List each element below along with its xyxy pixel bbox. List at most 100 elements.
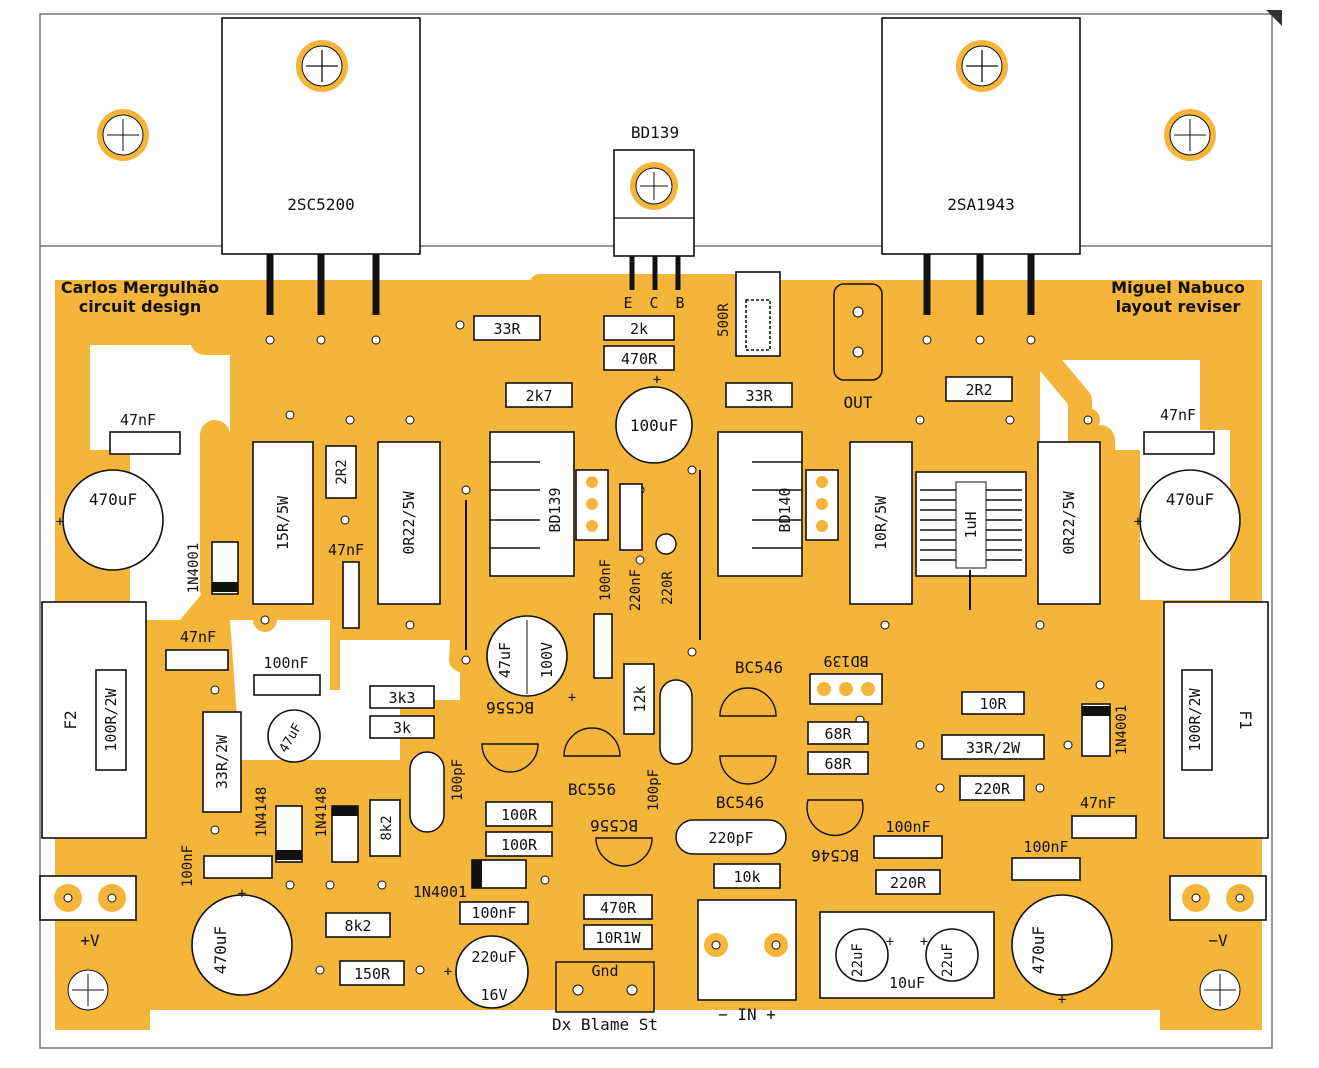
- label-2sc5200: 2SC5200: [287, 195, 354, 214]
- label-f2: F2: [61, 710, 80, 729]
- cap-100nf-right: 100nF: [873, 818, 943, 859]
- label-1n4001-left: 1N4001: [186, 543, 202, 594]
- label-22uf-b: 22uF: [940, 943, 956, 977]
- label-470uf-rb: 470uF: [1029, 926, 1048, 974]
- reviser-role: layout reviser: [1116, 297, 1241, 316]
- cap-220uf-16v: 220uF 16V +: [444, 935, 529, 1009]
- cap-group-22uf: 22uF 22uF 10uF + +: [819, 911, 995, 999]
- inductor-1uh: 1uH: [915, 471, 1027, 577]
- res-15r-5w: 15R/5W: [274, 495, 292, 550]
- res-33r-left: 33R: [493, 320, 521, 338]
- pin-b: B: [675, 294, 684, 312]
- res-220r-bot: 220R: [890, 874, 927, 892]
- label-1n4001-right: 1N4001: [1114, 705, 1130, 756]
- label-1n4148-b: 1N4148: [314, 787, 330, 838]
- plus-470uf-lb: +: [238, 886, 246, 902]
- res-220r-right: 220R: [974, 780, 1011, 798]
- cap-47nf-right2: 47nF: [1071, 794, 1137, 839]
- label-100nf-lb: 100nF: [180, 845, 196, 887]
- label-bd139-bias: BD139: [631, 123, 679, 142]
- reviser-name: Miguel Nabuco: [1111, 278, 1245, 297]
- label-bd139-driver: BD139: [546, 487, 564, 532]
- mounting-holes: [60, 109, 1248, 1018]
- cap-220nf-vert: 220nF: [619, 483, 644, 611]
- cap-47nf-left2: 47nF: [165, 628, 229, 671]
- res-10k: 10k: [733, 868, 760, 886]
- cap-470uf-lb: 470uF +: [191, 886, 293, 996]
- label-vminus: −V: [1208, 931, 1228, 950]
- transistor-2sc5200: 2SC5200: [221, 17, 421, 315]
- mount-hole-bl: [60, 962, 116, 1018]
- pin-c: C: [649, 294, 658, 312]
- terminal-vplus: +V: [39, 875, 137, 950]
- diode-1n4148-a: 1N4148: [254, 787, 303, 863]
- terminal-vminus: −V: [1169, 875, 1267, 950]
- res-2k: 2k: [630, 320, 648, 338]
- label-220nf-vert: 220nF: [628, 569, 644, 611]
- transistors-small: BC546 BC546 BC546 BC556 BC556 BC556: [481, 658, 864, 867]
- label-100pf-left: 100pF: [450, 759, 466, 801]
- cap-47nf-mid: 47nF: [328, 541, 364, 629]
- diode-1n4148-b: 1N4148: [314, 787, 359, 863]
- label-bc556-b: BC556: [568, 780, 616, 799]
- res-0r22-right: 0R22/5W: [1060, 490, 1078, 554]
- pad-220r-top: [655, 533, 677, 555]
- res-8k2-vert: 8k2: [379, 815, 395, 840]
- label-220pf: 220pF: [708, 829, 753, 847]
- credits-right: Miguel Nabuco layout reviser: [1111, 278, 1245, 316]
- res-2k7: 2k7: [525, 387, 552, 405]
- res-2r2-top: 2R2: [965, 381, 992, 399]
- cap-470uf-rb: 470uF +: [1011, 894, 1113, 1008]
- label-47nf-right2: 47nF: [1080, 794, 1116, 812]
- label-16v: 16V: [480, 986, 507, 1004]
- res-33r-2w: 33R/2W: [966, 739, 1021, 757]
- label-47nf-mid: 47nF: [328, 541, 364, 559]
- res-10r1w: 10R1W: [595, 929, 641, 947]
- label-2sa1943: 2SA1943: [947, 195, 1014, 214]
- res-33r-2w-left: 33R/2W: [213, 734, 231, 789]
- cap-470uf-left: 470uF +: [56, 469, 164, 571]
- res-68r-a: 68R: [824, 725, 852, 743]
- mount-hole-tl: [97, 109, 149, 161]
- label-100nf-right2: 100nF: [1023, 838, 1068, 856]
- label-bc546-c: BC546: [811, 846, 859, 865]
- label-22uf-a: 22uF: [850, 943, 866, 977]
- label-gnd: Gnd: [591, 962, 618, 980]
- cap-47uf-small: 47uF: [267, 709, 321, 763]
- res-100r-a: 100R: [501, 806, 538, 824]
- cap-220pf: 220pF: [675, 819, 787, 855]
- cap-100nf-right2: 100nF: [1011, 838, 1081, 881]
- label-bd139-pre: BD139: [823, 652, 868, 670]
- mount-hole-br: [1192, 962, 1248, 1018]
- label-100r-2w-left: 100R/2W: [102, 687, 120, 751]
- res-150r: 150R: [354, 965, 391, 983]
- res-8k2: 8k2: [344, 917, 371, 935]
- label-bc556-c: BC556: [590, 816, 638, 835]
- plus-220uf: +: [444, 964, 452, 980]
- input-terminal: − IN +: [697, 899, 797, 1024]
- cap-47uf-100v: 47uF 100V +: [486, 615, 576, 706]
- res-0r22-left: 0R22/5W: [400, 490, 418, 554]
- driver-bd139: BD139: [489, 431, 609, 577]
- component-pads: [203, 313, 1112, 982]
- label-1n4001-bottom: 1N4001: [413, 883, 467, 901]
- label-470uf-right: 470uF: [1166, 490, 1214, 509]
- label-inductor: 1uH: [962, 511, 980, 538]
- designer-role: circuit design: [79, 297, 202, 316]
- transistor-bd139-bias: BD139 E C B: [613, 123, 695, 312]
- res-10r-5w: 10R/5W: [872, 495, 890, 550]
- cap-100pf-left: 100pF: [409, 751, 466, 833]
- credits-left: Carlos Mergulhão circuit design: [61, 278, 219, 316]
- plus-22uf-b: +: [920, 934, 928, 950]
- resistors: 33R 2k 470R 2k7 33R 500R 2R2 15R/5W 2R2 …: [202, 271, 1101, 986]
- label-input: − IN +: [718, 1005, 776, 1024]
- ground-terminal: Gnd: [555, 961, 655, 1013]
- label-f1: F1: [1236, 710, 1255, 729]
- label-100v: 100V: [538, 642, 556, 678]
- label-100nf-vert: 100nF: [598, 559, 614, 601]
- res-33r-right: 33R: [745, 387, 773, 405]
- cap-100nf-vert: 100nF: [593, 559, 614, 679]
- jumper-wires: [465, 470, 971, 650]
- corner-mark: [1266, 10, 1282, 26]
